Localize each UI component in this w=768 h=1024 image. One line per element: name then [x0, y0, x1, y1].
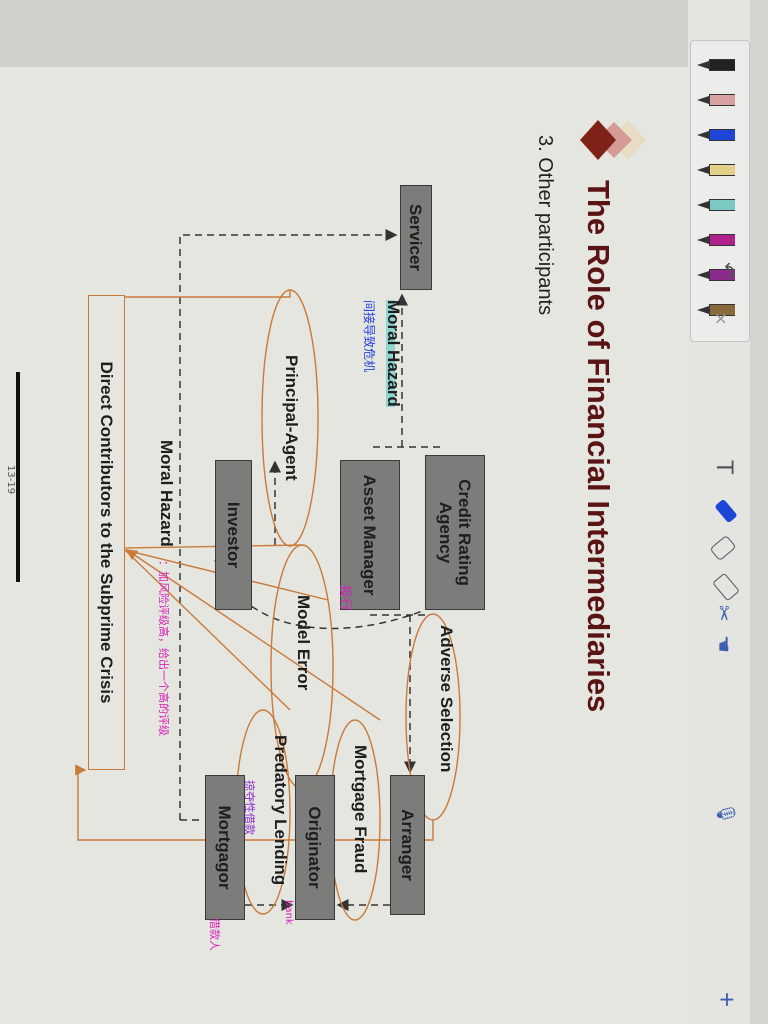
arranger-box: Arranger: [390, 775, 425, 915]
mortgagor-box: Mortgagor: [205, 775, 245, 920]
orange-connector: [124, 549, 291, 711]
credit-rating-agency-box: Credit Rating Agency: [425, 455, 485, 610]
diamond-icon: [580, 120, 616, 160]
model-error-label: Model Error: [294, 595, 313, 691]
adverse-selection-label: Adverse Selection: [437, 625, 456, 773]
mortgage-fraud-label: Mortgage Fraud: [351, 745, 370, 874]
servicer-box: Servicer: [400, 185, 432, 290]
page-number: 13-19: [5, 465, 16, 495]
moral-hazard-bottom-label: Moral Hazard: [157, 440, 176, 547]
direct-contributors-box: Direct Contributors to the Subprime Cris…: [88, 295, 125, 770]
handwritten-note: 借款人: [208, 918, 221, 951]
orange-connector: [125, 549, 381, 721]
predatory-lending-label: Predatory Lending: [271, 735, 290, 886]
home-indicator: [16, 372, 20, 582]
handwritten-note: 间接导致危机: [362, 300, 376, 373]
moral-hazard-label: Moral Hazard: [383, 300, 403, 407]
handwritten-note: 掠夺性借款: [243, 780, 256, 835]
investor-box: Investor: [215, 460, 252, 610]
orange-connector: [102, 290, 291, 315]
dashed-connector: [179, 229, 398, 820]
handwritten-note: 投行: [337, 585, 352, 612]
dashed-curve: [214, 559, 426, 630]
originator-box: Originator: [295, 775, 335, 920]
handwritten-note: ：加风险评级高，给出一个高的评级: [157, 560, 170, 736]
handwritten-note: bank: [283, 900, 294, 925]
orange-connector: [75, 764, 434, 841]
orange-connector: [124, 544, 303, 549]
principal-agent-label: Principal-Agent: [282, 355, 301, 481]
